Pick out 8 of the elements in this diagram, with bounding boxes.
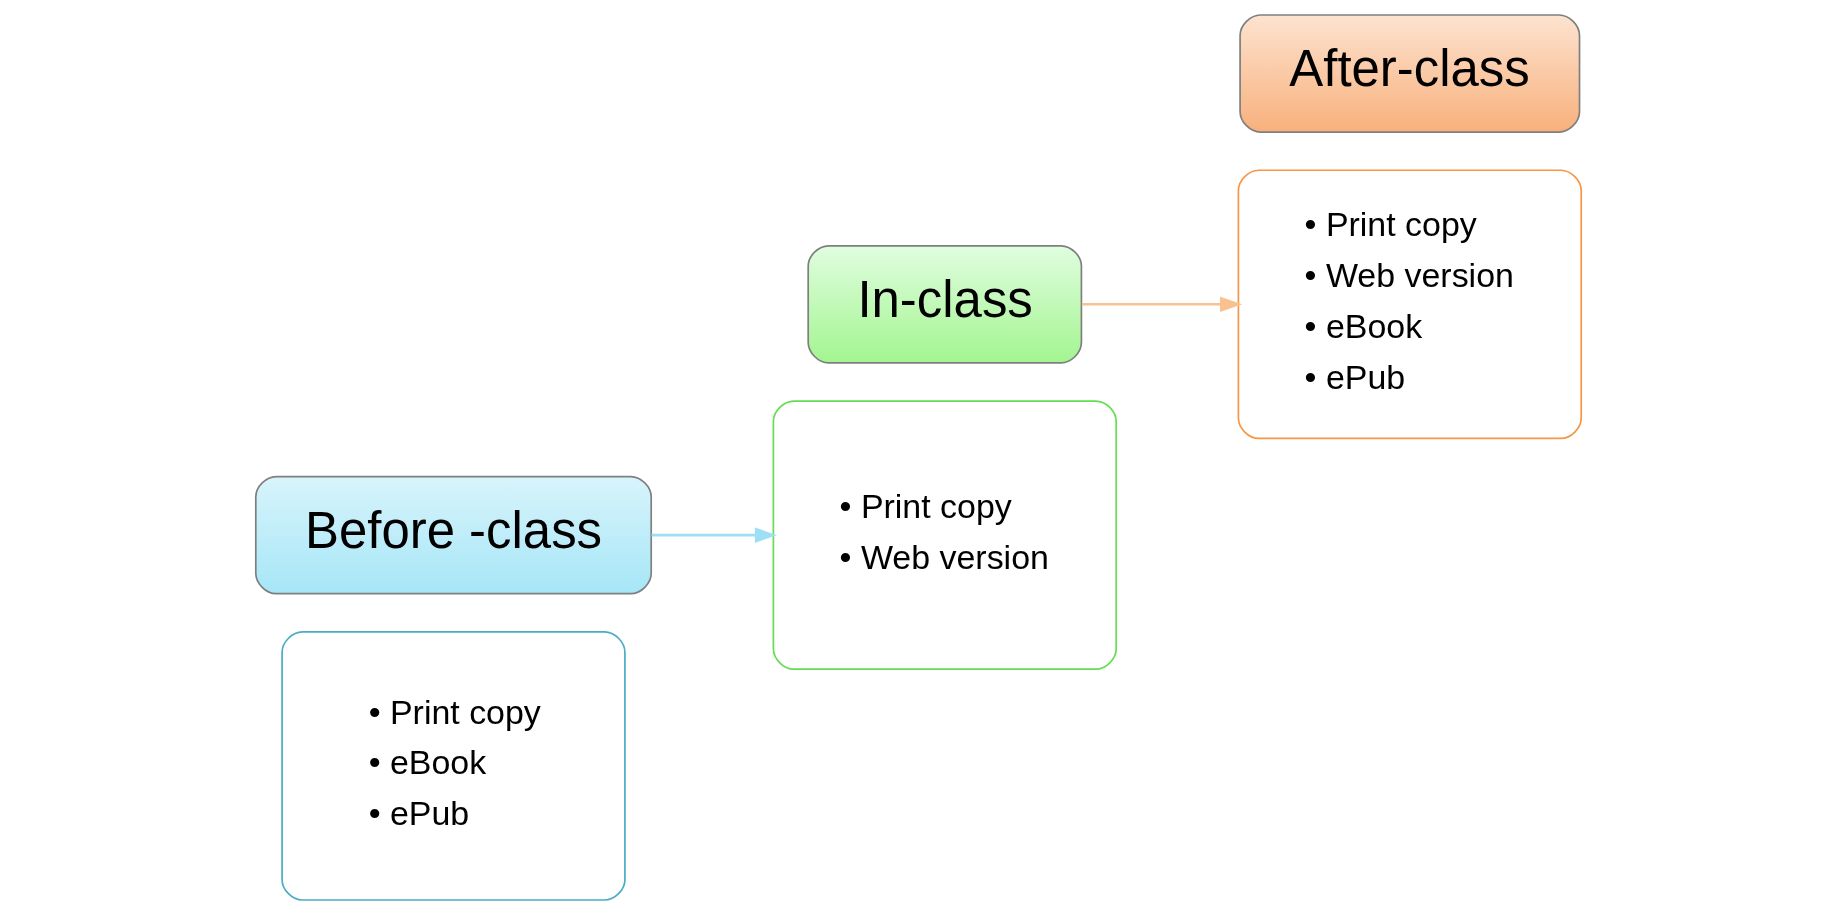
- node-box: After-class: [1239, 14, 1581, 133]
- arrow: [1081, 296, 1243, 313]
- node-box: • Print copy • Web version • eBook • ePub: [1237, 169, 1583, 440]
- node-box: • Print copy • Web version: [772, 400, 1118, 671]
- node-box: • Print copy • eBook • ePub: [281, 631, 626, 901]
- arrow: [651, 527, 777, 543]
- node-box: In-class: [807, 244, 1083, 364]
- node-box: Before -class: [254, 475, 653, 595]
